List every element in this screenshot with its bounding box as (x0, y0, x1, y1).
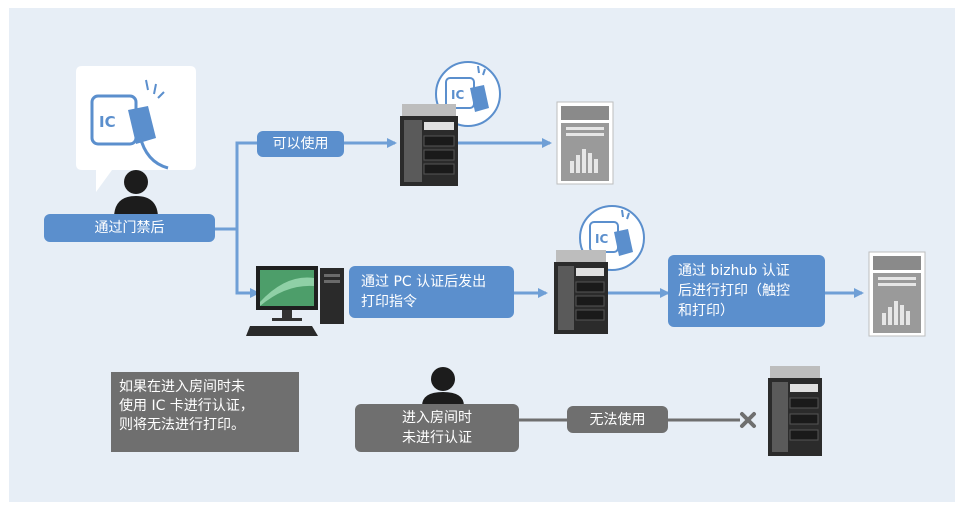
printed-document-icon (556, 101, 614, 185)
multifunction-printer-icon (768, 366, 822, 456)
warning-note: 如果在进入房间时未 使用 IC 卡进行认证， 则将无法进行打印。 (111, 372, 299, 452)
blue-flow-lines (215, 138, 864, 298)
cannot-use-label: 无法使用 (589, 411, 646, 428)
ic-card-bubble: IC (76, 66, 196, 218)
bizhub-label-line3: 和打印） (678, 303, 734, 319)
desktop-pc-icon (246, 266, 344, 336)
person-icon (114, 170, 158, 218)
bizhub-label-line2: 后进行打印（触控 (678, 283, 790, 299)
multifunction-printer-icon (554, 250, 608, 334)
ic-card-icon: IC (90, 79, 169, 170)
line-gate-to-pc (215, 227, 260, 298)
multifunction-printer-icon (400, 104, 458, 186)
can-use-label: 可以使用 (272, 136, 329, 152)
not-auth-label-line1: 进入房间时 (402, 410, 472, 426)
person-icon (422, 367, 464, 406)
note-line1: 如果在进入房间时未 (119, 379, 245, 395)
cannot-use-box: 无法使用 (567, 406, 668, 433)
middle-printer-group: IC (554, 205, 645, 334)
not-auth-label-line2: 未进行认证 (402, 430, 472, 446)
svg-text:IC: IC (595, 232, 608, 246)
after-gate-box: 通过门禁后 (44, 214, 215, 242)
pc-auth-box: 通过 PC 认证后发出 打印指令 (349, 266, 514, 318)
after-gate-label: 通过门禁后 (94, 220, 165, 236)
note-line2: 使用 IC 卡进行认证， (119, 398, 254, 414)
bizhub-auth-box: 通过 bizhub 认证 后进行打印（触控 和打印） (668, 255, 825, 327)
pc-auth-label-line2: 打印指令 (361, 294, 417, 310)
bizhub-label-line1: 通过 bizhub 认证 (678, 263, 790, 279)
line-gate-to-canuse (215, 141, 257, 231)
printed-document-icon (868, 251, 926, 337)
pc-auth-label-line1: 通过 PC 认证后发出 (361, 274, 487, 290)
can-use-box: 可以使用 (257, 131, 344, 157)
top-printer-group: IC (400, 61, 501, 186)
svg-text:IC: IC (451, 88, 464, 102)
svg-text:IC: IC (99, 113, 116, 131)
note-line3: 则将无法进行打印。 (119, 417, 245, 433)
not-authenticated-box: 进入房间时 未进行认证 (355, 404, 519, 452)
cross-icon (740, 412, 756, 428)
